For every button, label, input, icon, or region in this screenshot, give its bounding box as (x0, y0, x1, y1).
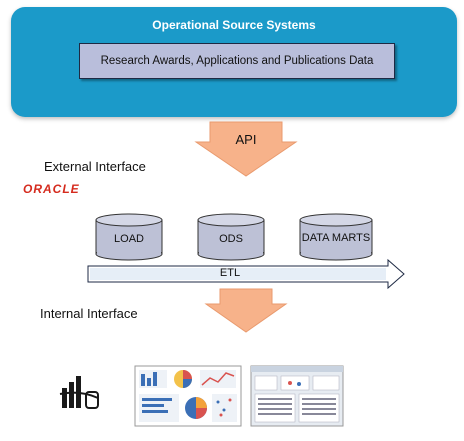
source-panel-title: Operational Source Systems (152, 18, 316, 32)
oracle-logo: ORACLE (23, 182, 80, 196)
ods-label: ODS (219, 233, 243, 245)
hub-header: ORACLE Data Analytics Hub (11, 178, 457, 208)
data-marts-cylinder (299, 213, 373, 261)
internal-arrow (204, 288, 288, 333)
power-bi-icon (59, 376, 99, 409)
ods-cylinder (197, 213, 265, 261)
api-label: API (235, 132, 257, 147)
hub-panel-title: Data Analytics Hub (179, 178, 289, 192)
api-arrow (194, 121, 298, 177)
report-thumbnail (250, 365, 344, 427)
data-marts-label: DATA MARTS (301, 232, 371, 244)
external-interface-label: External Interface (44, 159, 146, 174)
operational-source-systems-panel: Operational Source Systems Research Awar… (11, 7, 457, 117)
research-data-box: Research Awards, Applications and Public… (79, 43, 395, 79)
etl-label: ETL (219, 267, 241, 279)
load-cylinder (95, 213, 163, 261)
consumption-panel-title: Consumption Layer (177, 334, 291, 348)
consumption-header: Consumption Layer (11, 334, 457, 358)
dashboard-thumbnail (134, 365, 242, 427)
load-label: LOAD (114, 233, 144, 245)
internal-interface-label: Internal Interface (40, 306, 138, 321)
